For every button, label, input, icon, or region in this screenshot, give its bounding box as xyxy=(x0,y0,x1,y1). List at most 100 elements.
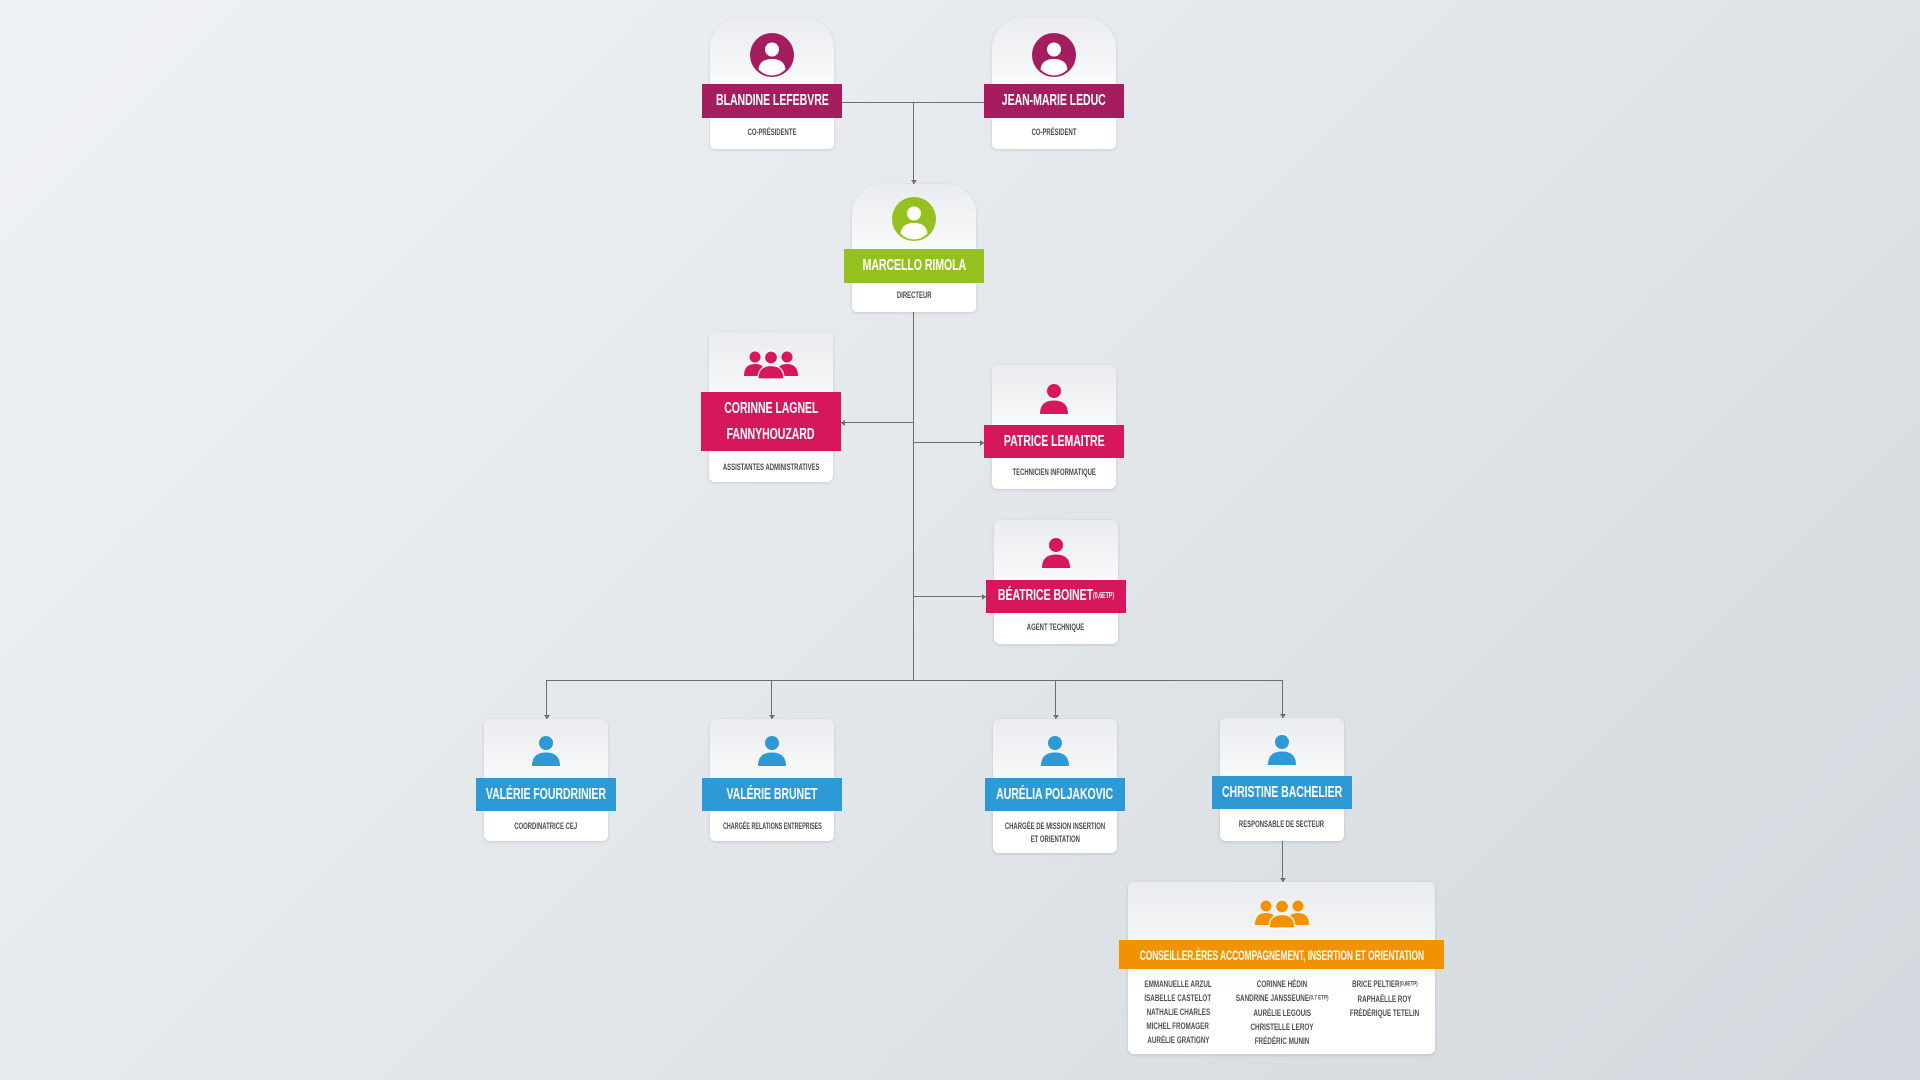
person-name: CHRISTINE BACHELIER xyxy=(1221,783,1343,801)
group-icon xyxy=(742,350,800,380)
person-name: BÉATRICE BOINET(0,6ETP) xyxy=(998,586,1114,606)
user-icon xyxy=(1039,383,1069,415)
role-label: COORDINATRICE CEJ xyxy=(484,820,608,833)
role-text: CO-PRÉSIDENTE xyxy=(747,127,797,137)
user-icon xyxy=(1041,537,1071,569)
business-relations-card: VALÉRIE BRUNET CHARGÉE RELATIONS ENTREPR… xyxy=(702,719,842,841)
group-icon xyxy=(1253,899,1311,929)
name-label: CORINNE LAGNEL FANNYHOUZARD xyxy=(701,392,841,451)
user-circle-icon xyxy=(750,33,794,77)
advisor-list-column-1: EMMANUELLE ARZUL ISABELLE CASTELOT NATHA… xyxy=(1128,977,1228,1047)
advisors-card: CONSEILLER.ÈRES ACCOMPAGNEMENT, INSERTIO… xyxy=(1119,882,1444,1054)
advisor-name: SANDRINE JANSSEUNE(0,7 ETP) xyxy=(1236,991,1329,1006)
sector-manager-card: CHRISTINE BACHELIER RESPONSABLE DE SECTE… xyxy=(1212,718,1352,841)
team-title: CONSEILLER.ÈRES ACCOMPAGNEMENT, INSERTIO… xyxy=(1139,946,1424,963)
name-label: BLANDINE LEFEBVRE xyxy=(702,84,842,118)
technical-agent-card: BÉATRICE BOINET(0,6ETP) AGENT TECHNIQUE xyxy=(986,520,1126,644)
connector-line xyxy=(913,596,986,597)
name-label: VALÉRIE FOURDRINIER xyxy=(476,778,616,811)
it-technician-card: PATRICE LEMAITRE TECHNICIEN INFORMATIQUE xyxy=(984,365,1124,489)
role-text: RESPONSABLE DE SECTEUR xyxy=(1239,819,1325,829)
advisor-name-text: BRICE PELTIER xyxy=(1352,979,1400,989)
advisor-name: AURÉLIE LEGOUIS xyxy=(1253,1007,1311,1018)
role-label: ASSISTANTES ADMINISTRATIVES xyxy=(709,461,833,474)
role-label: AGENT TECHNIQUE xyxy=(994,621,1118,634)
name-label: BÉATRICE BOINET(0,6ETP) xyxy=(986,580,1126,613)
connector-line xyxy=(913,312,914,680)
connector-arrow xyxy=(768,715,775,719)
connector-arrow xyxy=(543,715,550,719)
advisor-name: BRICE PELTIER(0,8ETP) xyxy=(1352,977,1418,992)
connector-line xyxy=(771,680,772,719)
advisor-name: FRÉDÉRIQUE TETELIN xyxy=(1350,1007,1420,1018)
person-name: PATRICE LEMAITRE xyxy=(1003,432,1105,450)
director-card: MARCELLO RIMOLA DIRECTEUR xyxy=(844,184,984,312)
person-name: VALÉRIE FOURDRINIER xyxy=(486,785,606,803)
role-label: CO-PRÉSIDENTE xyxy=(710,126,834,139)
person-name: MARCELLO RIMOLA xyxy=(862,257,966,274)
connector-line xyxy=(546,680,1283,681)
user-circle-icon xyxy=(892,197,936,241)
admin-assistants-card: CORINNE LAGNEL FANNYHOUZARD ASSISTANTES … xyxy=(701,332,841,482)
advisor-list-column-3: BRICE PELTIER(0,8ETP) RAPHAËLLE ROY FRÉD… xyxy=(1335,977,1435,1020)
connector-line xyxy=(1282,680,1283,718)
team-title-label: CONSEILLER.ÈRES ACCOMPAGNEMENT, INSERTIO… xyxy=(1119,940,1444,969)
advisor-name: MICHEL FROMAGER xyxy=(1146,1021,1210,1031)
role-text: DIRECTEUR xyxy=(896,290,932,300)
name-label: VALÉRIE BRUNET xyxy=(702,778,842,811)
advisor-name: AURÉLIE GRATIGNY xyxy=(1146,1035,1210,1045)
connector-arrow xyxy=(841,419,845,426)
advisor-name: FRÉDÉRIC MUNIN xyxy=(1254,1035,1310,1046)
etp-note: (0,6ETP) xyxy=(1092,591,1115,601)
connector-line xyxy=(546,680,547,719)
co-president-card-1: BLANDINE LEFEBVRE CO-PRÉSIDENTE xyxy=(702,18,842,149)
name-label: PATRICE LEMAITRE xyxy=(984,425,1124,458)
name-label: MARCELLO RIMOLA xyxy=(844,249,984,283)
advisor-name: ISABELLE CASTELOT xyxy=(1144,993,1212,1003)
co-president-card-2: JEAN-MARIE LEDUC CO-PRÉSIDENT xyxy=(984,18,1124,149)
etp-note: (0,7 ETP) xyxy=(1308,994,1329,1002)
etp-note: (0,8ETP) xyxy=(1399,980,1418,988)
person-name: VALÉRIE BRUNET xyxy=(726,785,818,803)
user-icon xyxy=(1040,735,1070,767)
user-icon xyxy=(1267,734,1297,766)
role-label: RESPONSABLE DE SECTEUR xyxy=(1220,818,1344,831)
role-text: TECHNICIEN INFORMATIQUE xyxy=(1012,467,1096,477)
person-name: AURÉLIA POLJAKOVIC xyxy=(996,785,1114,803)
role-text: COORDINATRICE CEJ xyxy=(514,821,578,831)
person-name: JEAN-MARIE LEDUC xyxy=(1002,92,1106,109)
role-label: DIRECTEUR xyxy=(852,289,976,302)
connector-line xyxy=(913,102,914,184)
user-icon xyxy=(757,735,787,767)
connector-line xyxy=(1055,680,1056,719)
advisor-list-column-2: CORINNE HÉDIN SANDRINE JANSSEUNE(0,7 ETP… xyxy=(1232,977,1332,1048)
role-label: TECHNICIEN INFORMATIQUE xyxy=(992,466,1116,479)
advisor-name: RAPHAËLLE ROY xyxy=(1358,993,1412,1004)
person-name: BLANDINE LEFEBVRE xyxy=(715,92,829,109)
role-text: CHARGÉE RELATIONS ENTREPRISES xyxy=(722,821,822,831)
name-label: AURÉLIA POLJAKOVIC xyxy=(985,778,1125,811)
name-label: CHRISTINE BACHELIER xyxy=(1212,776,1352,809)
advisor-name-text: SANDRINE JANSSEUNE xyxy=(1235,993,1309,1003)
role-label: CHARGÉE RELATIONS ENTREPRISES xyxy=(710,820,834,833)
person-name: FANNYHOUZARD xyxy=(727,425,815,443)
role-label: CO-PRÉSIDENT xyxy=(992,126,1116,139)
connector-arrow xyxy=(1052,715,1059,719)
insertion-mission-card: AURÉLIA POLJAKOVIC CHARGÉE DE MISSION IN… xyxy=(985,719,1125,853)
role-text: ET ORIENTATION xyxy=(1030,834,1080,844)
role-text: AGENT TECHNIQUE xyxy=(1027,622,1085,632)
cej-coordinator-card: VALÉRIE FOURDRINIER COORDINATRICE CEJ xyxy=(476,719,616,841)
role-label: CHARGÉE DE MISSION INSERTION ET ORIENTAT… xyxy=(993,820,1117,846)
connector-arrow xyxy=(1279,878,1286,882)
role-text: CHARGÉE DE MISSION INSERTION xyxy=(1004,821,1106,831)
advisor-name: CORINNE HÉDIN xyxy=(1256,979,1308,989)
user-circle-icon xyxy=(1032,33,1076,77)
advisor-name: NATHALIE CHARLES xyxy=(1146,1007,1210,1017)
connector-arrow xyxy=(910,180,917,184)
role-text: ASSISTANTES ADMINISTRATIVES xyxy=(722,462,820,472)
person-name-text: BÉATRICE BOINET xyxy=(997,587,1093,605)
role-text: CO-PRÉSIDENT xyxy=(1031,127,1077,137)
connector-arrow xyxy=(982,593,986,600)
advisor-name: EMMANUELLE ARZUL xyxy=(1144,979,1212,989)
